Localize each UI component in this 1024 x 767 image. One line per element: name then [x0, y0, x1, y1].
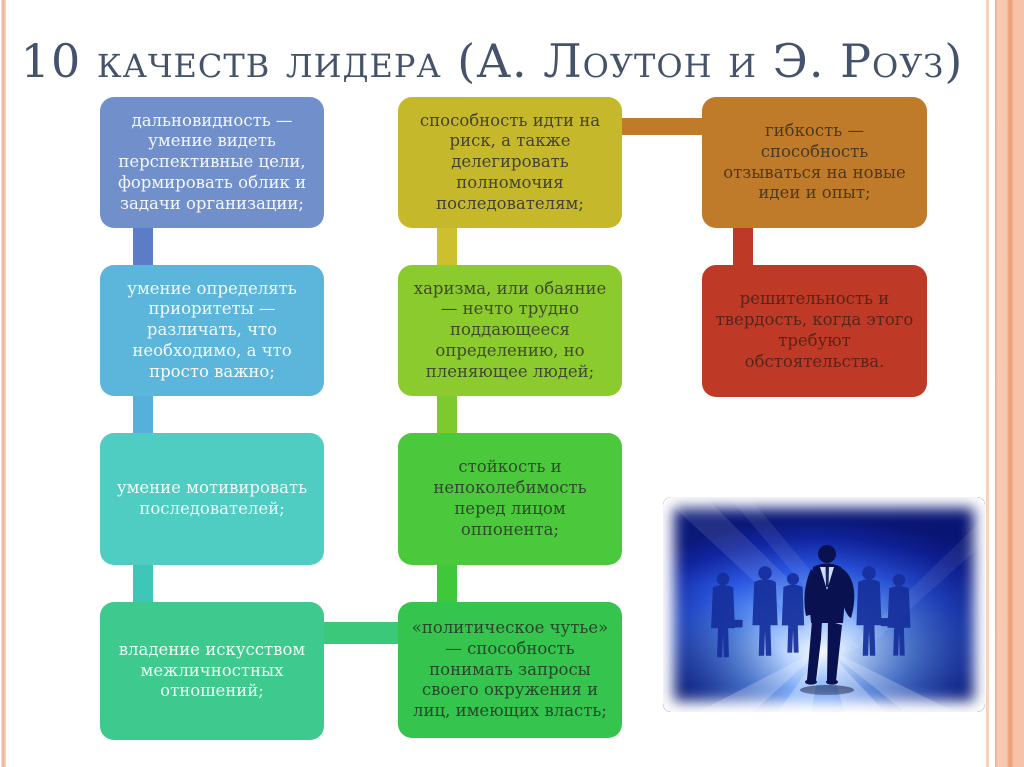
connector-box6-box7 [437, 394, 457, 435]
right-accent-stripe [995, 0, 1024, 767]
right-accent-line [986, 0, 989, 767]
connector-box7-box8 [437, 563, 457, 604]
quality-box-9: гибкость — способность отзываться на нов… [702, 97, 927, 228]
leader-silhouette-graphic [663, 497, 985, 712]
quality-box-1: дальновидность — умение видеть перспекти… [100, 97, 324, 228]
connector-box5-box6 [437, 226, 457, 267]
quality-box-3: умение мотивировать последователей; [100, 433, 324, 565]
connector-box2-box3 [133, 394, 153, 435]
connector-box3-box4 [133, 563, 153, 604]
quality-box-6: харизма, или обаяние — нечто трудно подд… [398, 265, 622, 396]
slide-title: 10 качеств лидера (А. Лоутон и Э. Роуз) [20, 34, 964, 88]
connector-box1-box2 [133, 226, 153, 267]
quality-box-7: стойкость и непоколебимость перед лицом … [398, 433, 622, 565]
connector-box9-box10 [733, 226, 753, 267]
quality-box-2: умение определять приоритеты — различать… [100, 265, 324, 396]
quality-box-8: «политическое чутье» — способность поним… [398, 602, 622, 738]
quality-box-10: решительность и твердость, когда этого т… [702, 265, 927, 397]
leader-photo [663, 497, 985, 712]
connector-box4-box8 [321, 622, 401, 644]
connector-box5-box9 [620, 118, 707, 135]
quality-box-4: владение искусством межличностных отноше… [100, 602, 324, 740]
left-accent-stripe [1, 0, 6, 767]
quality-box-5: способность идти на риск, а также делеги… [398, 97, 622, 228]
